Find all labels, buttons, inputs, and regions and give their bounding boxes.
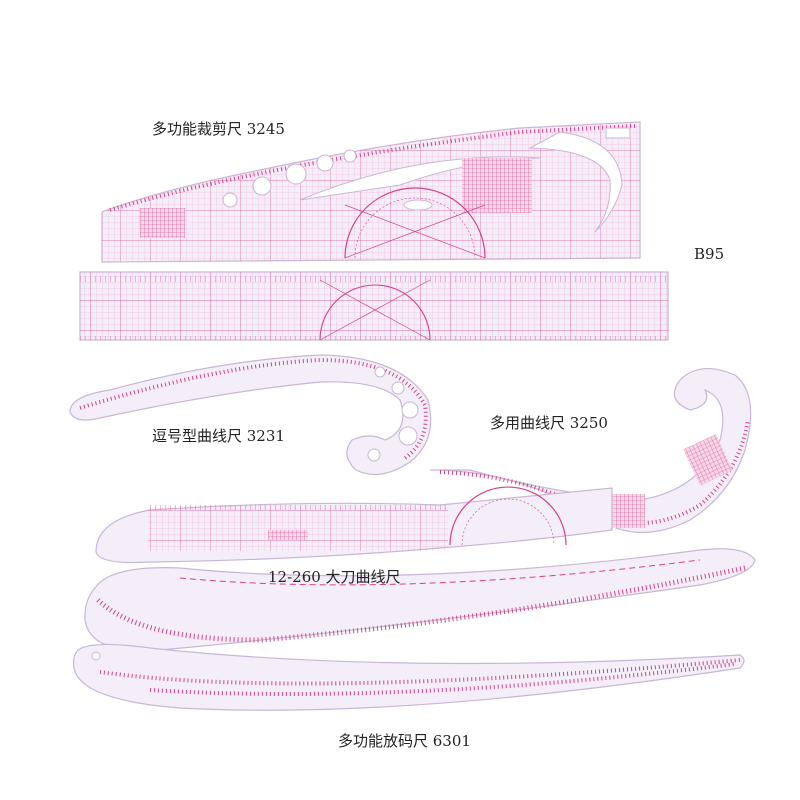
hole-icon <box>252 176 272 196</box>
label-ruler-b95: B95 <box>694 245 725 263</box>
hole-icon <box>343 149 357 163</box>
label-ruler-3245: 多功能裁剪尺 3245 <box>152 120 285 138</box>
hole-icon <box>285 163 307 185</box>
long-curve-ruler <box>84 548 756 652</box>
label-ruler-3231: 逗号型曲线尺 3231 <box>152 427 285 445</box>
hole-icon <box>398 426 418 446</box>
hole-icon <box>367 448 381 462</box>
hole-icon <box>374 366 386 378</box>
label-ruler-12-260: 12-260 大刀曲线尺 <box>268 568 401 586</box>
hole-icon <box>91 651 101 661</box>
label-ruler-6301: 多功能放码尺 6301 <box>338 732 471 750</box>
hole-icon <box>391 381 405 395</box>
hole-icon <box>316 154 334 172</box>
hole-icon <box>222 192 238 208</box>
ruler-b95 <box>79 271 669 341</box>
hole-icon <box>401 401 419 419</box>
ruler-12-260 <box>95 486 613 564</box>
ruler-3245 <box>101 121 641 263</box>
ruler-3231 <box>69 354 432 476</box>
ruler-6301 <box>72 643 745 711</box>
label-ruler-3250: 多用曲线尺 3250 <box>490 414 608 432</box>
